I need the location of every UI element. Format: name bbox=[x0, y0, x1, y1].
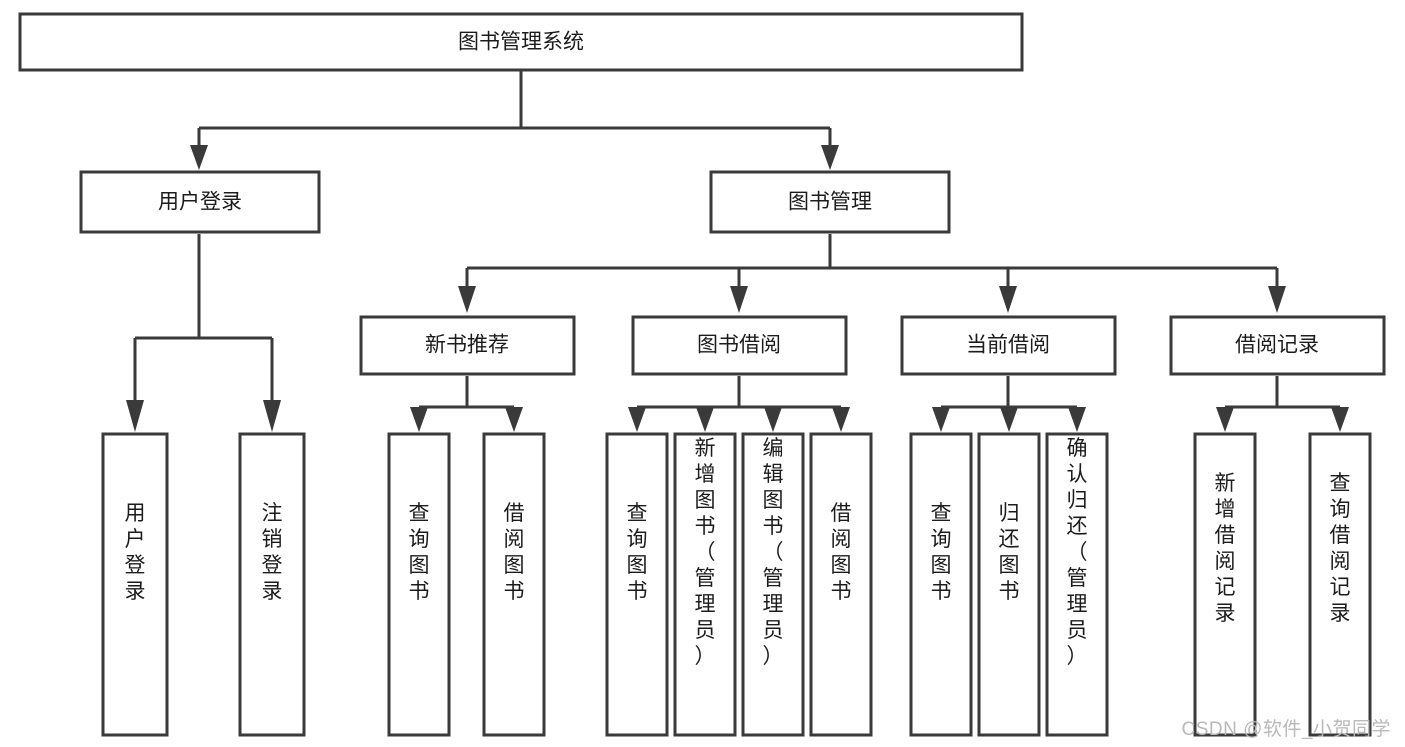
node-leaf-borrow-book-2-box[interactable] bbox=[809, 432, 873, 737]
arrow-head-leaf-add-record bbox=[1216, 407, 1234, 432]
node-leaf-confirm-return[interactable]: 确认归还（管理员） bbox=[1045, 432, 1109, 737]
node-book-management-label: 图书管理 bbox=[788, 191, 872, 214]
node-leaf-query-book-3-box[interactable] bbox=[909, 432, 973, 737]
node-new-book-recommend-label: 新书推荐 bbox=[425, 334, 509, 357]
node-root-label: 图书管理系统 bbox=[458, 31, 584, 54]
node-leaf-query-book-3-label: 查询图书 bbox=[931, 502, 952, 603]
node-current-borrow-box[interactable] bbox=[900, 315, 1117, 376]
node-borrow-record-box[interactable] bbox=[1169, 315, 1386, 376]
node-leaf-query-book-1[interactable]: 查询图书 bbox=[387, 432, 451, 737]
arrow-head-leaf-return-book bbox=[1000, 407, 1018, 432]
node-leaf-query-book-2-label: 查询图书 bbox=[627, 502, 648, 603]
node-leaf-confirm-return-label: 确认归还（管理员） bbox=[1067, 437, 1088, 668]
node-current-borrow[interactable]: 当前借阅 bbox=[900, 315, 1117, 376]
node-book-borrow[interactable]: 图书借阅 bbox=[631, 315, 848, 376]
node-leaf-return-book[interactable]: 归还图书 bbox=[977, 432, 1041, 737]
node-leaf-add-book-box[interactable] bbox=[673, 432, 737, 737]
arrow-head-book-borrow bbox=[730, 286, 748, 313]
node-leaf-logout[interactable]: 注销登录 bbox=[238, 432, 306, 737]
node-book-management-box[interactable] bbox=[709, 170, 951, 234]
arrow-head-leaf-add-book bbox=[696, 407, 714, 432]
node-user-login-box[interactable] bbox=[79, 170, 321, 234]
node-leaf-query-book-1-label: 查询图书 bbox=[409, 502, 430, 603]
node-new-book-recommend[interactable]: 新书推荐 bbox=[359, 315, 576, 376]
node-leaf-query-book-3[interactable]: 查询图书 bbox=[909, 432, 973, 737]
node-leaf-query-record[interactable]: 查询借阅记录 bbox=[1308, 432, 1372, 737]
node-leaf-edit-book-label: 编辑图书（管理员） bbox=[763, 437, 784, 668]
node-root-box[interactable] bbox=[18, 12, 1024, 72]
node-new-book-recommend-box[interactable] bbox=[359, 315, 576, 376]
node-leaf-query-record-label: 查询借阅记录 bbox=[1330, 472, 1351, 625]
node-leaf-borrow-book-1-box[interactable] bbox=[482, 432, 546, 737]
node-leaf-logout-box[interactable] bbox=[238, 432, 306, 737]
node-leaf-borrow-book-2-label: 借阅图书 bbox=[831, 502, 852, 603]
node-leaf-user-login[interactable]: 用户登录 bbox=[101, 432, 169, 737]
arrow-head-book-management bbox=[821, 145, 839, 170]
node-leaf-add-record-label: 新增借阅记录 bbox=[1215, 472, 1236, 625]
node-book-borrow-box[interactable] bbox=[631, 315, 848, 376]
node-root[interactable]: 图书管理系统 bbox=[18, 12, 1024, 72]
node-user-login-label: 用户登录 bbox=[158, 191, 242, 214]
node-book-management[interactable]: 图书管理 bbox=[709, 170, 951, 234]
node-borrow-record-label: 借阅记录 bbox=[1235, 334, 1319, 357]
node-leaf-edit-book-box[interactable] bbox=[741, 432, 805, 737]
node-leaf-logout-label: 注销登录 bbox=[262, 502, 283, 603]
node-leaf-query-book-2-box[interactable] bbox=[605, 432, 669, 737]
node-leaf-borrow-book-2[interactable]: 借阅图书 bbox=[809, 432, 873, 737]
arrow-head-leaf-query-book-1 bbox=[410, 407, 428, 432]
node-leaf-borrow-book-1[interactable]: 借阅图书 bbox=[482, 432, 546, 737]
arrow-head-current-borrow bbox=[999, 286, 1017, 313]
arrow-head-leaf-borrow-book-1 bbox=[505, 407, 523, 432]
node-leaf-add-record-box[interactable] bbox=[1193, 432, 1257, 737]
arrow-head-user-login bbox=[190, 145, 208, 170]
node-leaf-user-login-label: 用户登录 bbox=[125, 502, 146, 603]
arrow-head-borrow-record bbox=[1268, 286, 1286, 313]
node-leaf-return-book-box[interactable] bbox=[977, 432, 1041, 737]
node-leaf-query-book-2[interactable]: 查询图书 bbox=[605, 432, 669, 737]
node-leaf-query-book-1-box[interactable] bbox=[387, 432, 451, 737]
node-book-borrow-label: 图书借阅 bbox=[697, 334, 781, 357]
node-user-login[interactable]: 用户登录 bbox=[79, 170, 321, 234]
node-current-borrow-label: 当前借阅 bbox=[966, 334, 1050, 357]
node-leaf-borrow-book-1-label: 借阅图书 bbox=[504, 502, 525, 603]
node-leaf-add-book[interactable]: 新增图书（管理员） bbox=[673, 432, 737, 737]
arrow-head-leaf-query-book-3 bbox=[932, 407, 950, 432]
arrow-head-new-book-recommend bbox=[458, 286, 476, 313]
node-leaf-add-record[interactable]: 新增借阅记录 bbox=[1193, 432, 1257, 737]
node-leaf-return-book-label: 归还图书 bbox=[999, 502, 1020, 603]
arrow-head-leaf-borrow-book-2 bbox=[832, 407, 850, 432]
node-leaf-edit-book[interactable]: 编辑图书（管理员） bbox=[741, 432, 805, 737]
arrow-head-leaf-query-book-2 bbox=[628, 407, 646, 432]
arrow-head-leaf-logout bbox=[263, 400, 281, 432]
arrow-head-leaf-user-login bbox=[126, 400, 144, 432]
node-leaf-user-login-box[interactable] bbox=[101, 432, 169, 737]
connector-layer bbox=[126, 70, 1349, 432]
node-borrow-record[interactable]: 借阅记录 bbox=[1169, 315, 1386, 376]
node-leaf-add-book-label: 新增图书（管理员） bbox=[695, 437, 716, 668]
arrow-head-leaf-edit-book bbox=[764, 407, 782, 432]
node-leaf-confirm-return-box[interactable] bbox=[1045, 432, 1109, 737]
arrow-head-leaf-query-record bbox=[1331, 407, 1349, 432]
arrow-head-leaf-confirm-return bbox=[1068, 407, 1086, 432]
node-leaf-query-record-box[interactable] bbox=[1308, 432, 1372, 737]
